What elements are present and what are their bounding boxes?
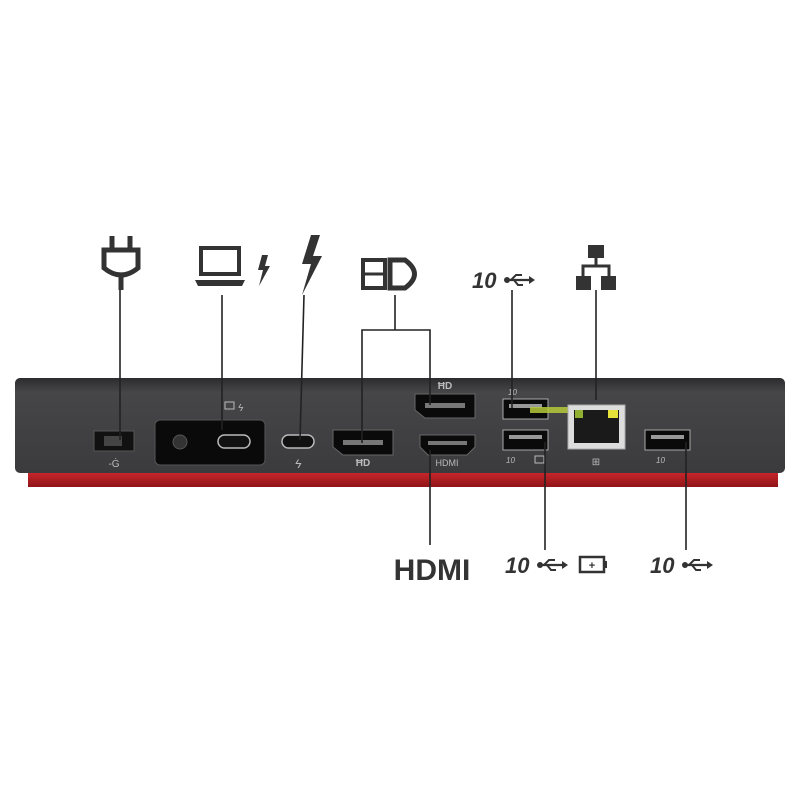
- usb-a-port-charging[interactable]: 10: [502, 429, 549, 465]
- laptop-bolt-icon: [195, 246, 270, 286]
- callout-lines: [119, 290, 687, 550]
- ethernet-port[interactable]: ⊞: [567, 404, 626, 468]
- dock-chassis: [15, 378, 785, 473]
- power-plug-icon: [101, 236, 141, 290]
- displayport-icon: [361, 257, 417, 291]
- usb-speed-label: 10: [656, 456, 665, 465]
- usb-speed-text: 10: [650, 553, 675, 578]
- dc-power-port[interactable]: -Ġ: [93, 430, 135, 470]
- svg-text:+: +: [589, 560, 595, 572]
- power-button[interactable]: [172, 434, 188, 450]
- thunderbolt-port[interactable]: ϟ: [281, 434, 315, 471]
- usb-charge-callout: 10 +: [505, 553, 607, 578]
- battery-small-icon: [534, 455, 545, 464]
- thunderbolt-icon: [302, 235, 322, 295]
- hdmi-port-label: HDMI: [436, 458, 459, 468]
- dp-small-icon: ĦD: [356, 458, 370, 469]
- usb-top-callout: 10: [472, 268, 537, 293]
- usb-a-port-right[interactable]: 10: [644, 429, 691, 465]
- red-accent-strip: [28, 470, 778, 487]
- network-small-icon: ⊞: [592, 457, 600, 468]
- dc-in-icon: -Ġ: [108, 457, 119, 470]
- usb-right-callout: 10: [650, 553, 715, 578]
- ethernet-led-indicator: [530, 407, 580, 413]
- hdmi-port[interactable]: HDMI: [419, 434, 476, 468]
- network-icon: [576, 245, 616, 290]
- usb-icon: [680, 558, 715, 572]
- displayport-lower[interactable]: ĦD: [332, 429, 394, 469]
- laptop-charge-port-panel[interactable]: ϟ: [154, 401, 266, 466]
- hdmi-callout-label: HDMI: [394, 554, 471, 587]
- bolt-small-icon: ϟ: [238, 403, 244, 414]
- dp-small-icon: ĦD: [438, 381, 452, 392]
- ethernet-led: [608, 410, 618, 418]
- usb-speed-text: 10: [472, 268, 497, 293]
- bolt-small-icon: ϟ: [295, 457, 302, 471]
- usb-speed-label: 10: [506, 456, 515, 465]
- laptop-small-icon: [224, 401, 235, 410]
- usb-icon: [502, 273, 537, 287]
- usb-speed-text: 10: [505, 553, 530, 578]
- usb-c-port[interactable]: [217, 434, 251, 449]
- usb-icon: [535, 558, 570, 572]
